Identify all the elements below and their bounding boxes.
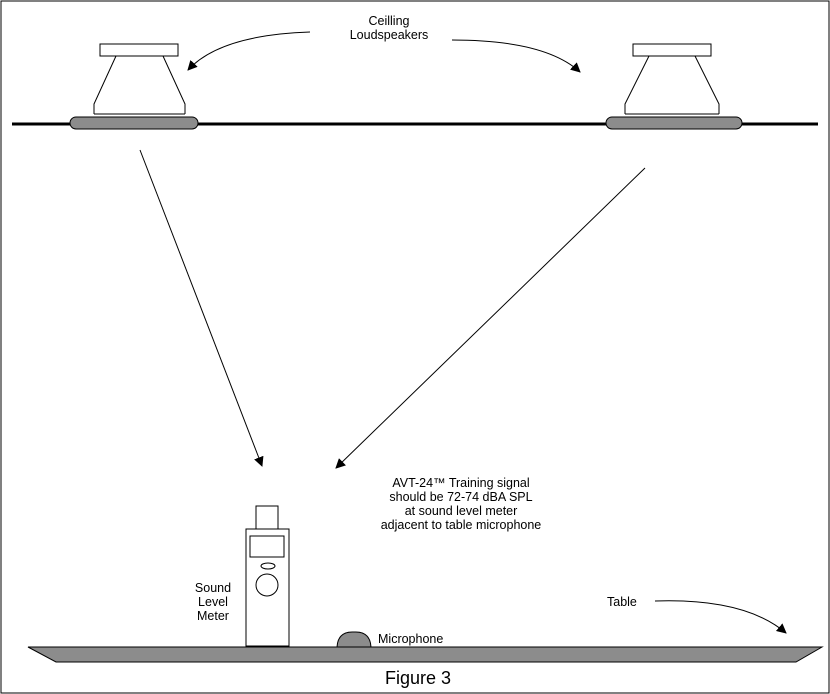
- meter-label-line3: Meter: [197, 609, 229, 623]
- loudspeakers-label: Ceilling Loudspeakers: [344, 14, 434, 42]
- table-arrow: [654, 600, 787, 634]
- note-line3: at sound level meter: [404, 504, 518, 518]
- note-line4: adjacent to table microphone: [380, 518, 542, 532]
- loudspeakers-label-line1: Ceilling: [368, 14, 410, 28]
- table-label: Table: [607, 595, 637, 609]
- table-surface: [27, 646, 824, 663]
- microphone-label: Microphone: [378, 632, 444, 646]
- sound-level-meter-label: Sound Level Meter: [186, 581, 240, 623]
- sound-path-arrow-left: [139, 149, 264, 467]
- meter-label-line2: Level: [198, 595, 228, 609]
- meter-label-line1: Sound: [194, 581, 232, 595]
- loudspeakers-label-line2: Loudspeakers: [349, 28, 429, 42]
- loudspeaker-left: [69, 43, 199, 130]
- note-line2: should be 72-74 dBA SPL: [389, 490, 533, 504]
- curved-arrow-left: [187, 31, 311, 71]
- figure-caption: Figure 3: [385, 668, 452, 688]
- sound-level-meter: [245, 505, 290, 647]
- curved-arrow-right: [451, 39, 581, 73]
- note-line1: AVT-24™ Training signal: [392, 476, 530, 490]
- loudspeaker-right: [605, 43, 743, 130]
- microphone-shape: [336, 631, 372, 648]
- training-signal-note: AVT-24™ Training signal should be 72-74 …: [356, 476, 566, 532]
- sound-path-arrow-right: [335, 167, 646, 469]
